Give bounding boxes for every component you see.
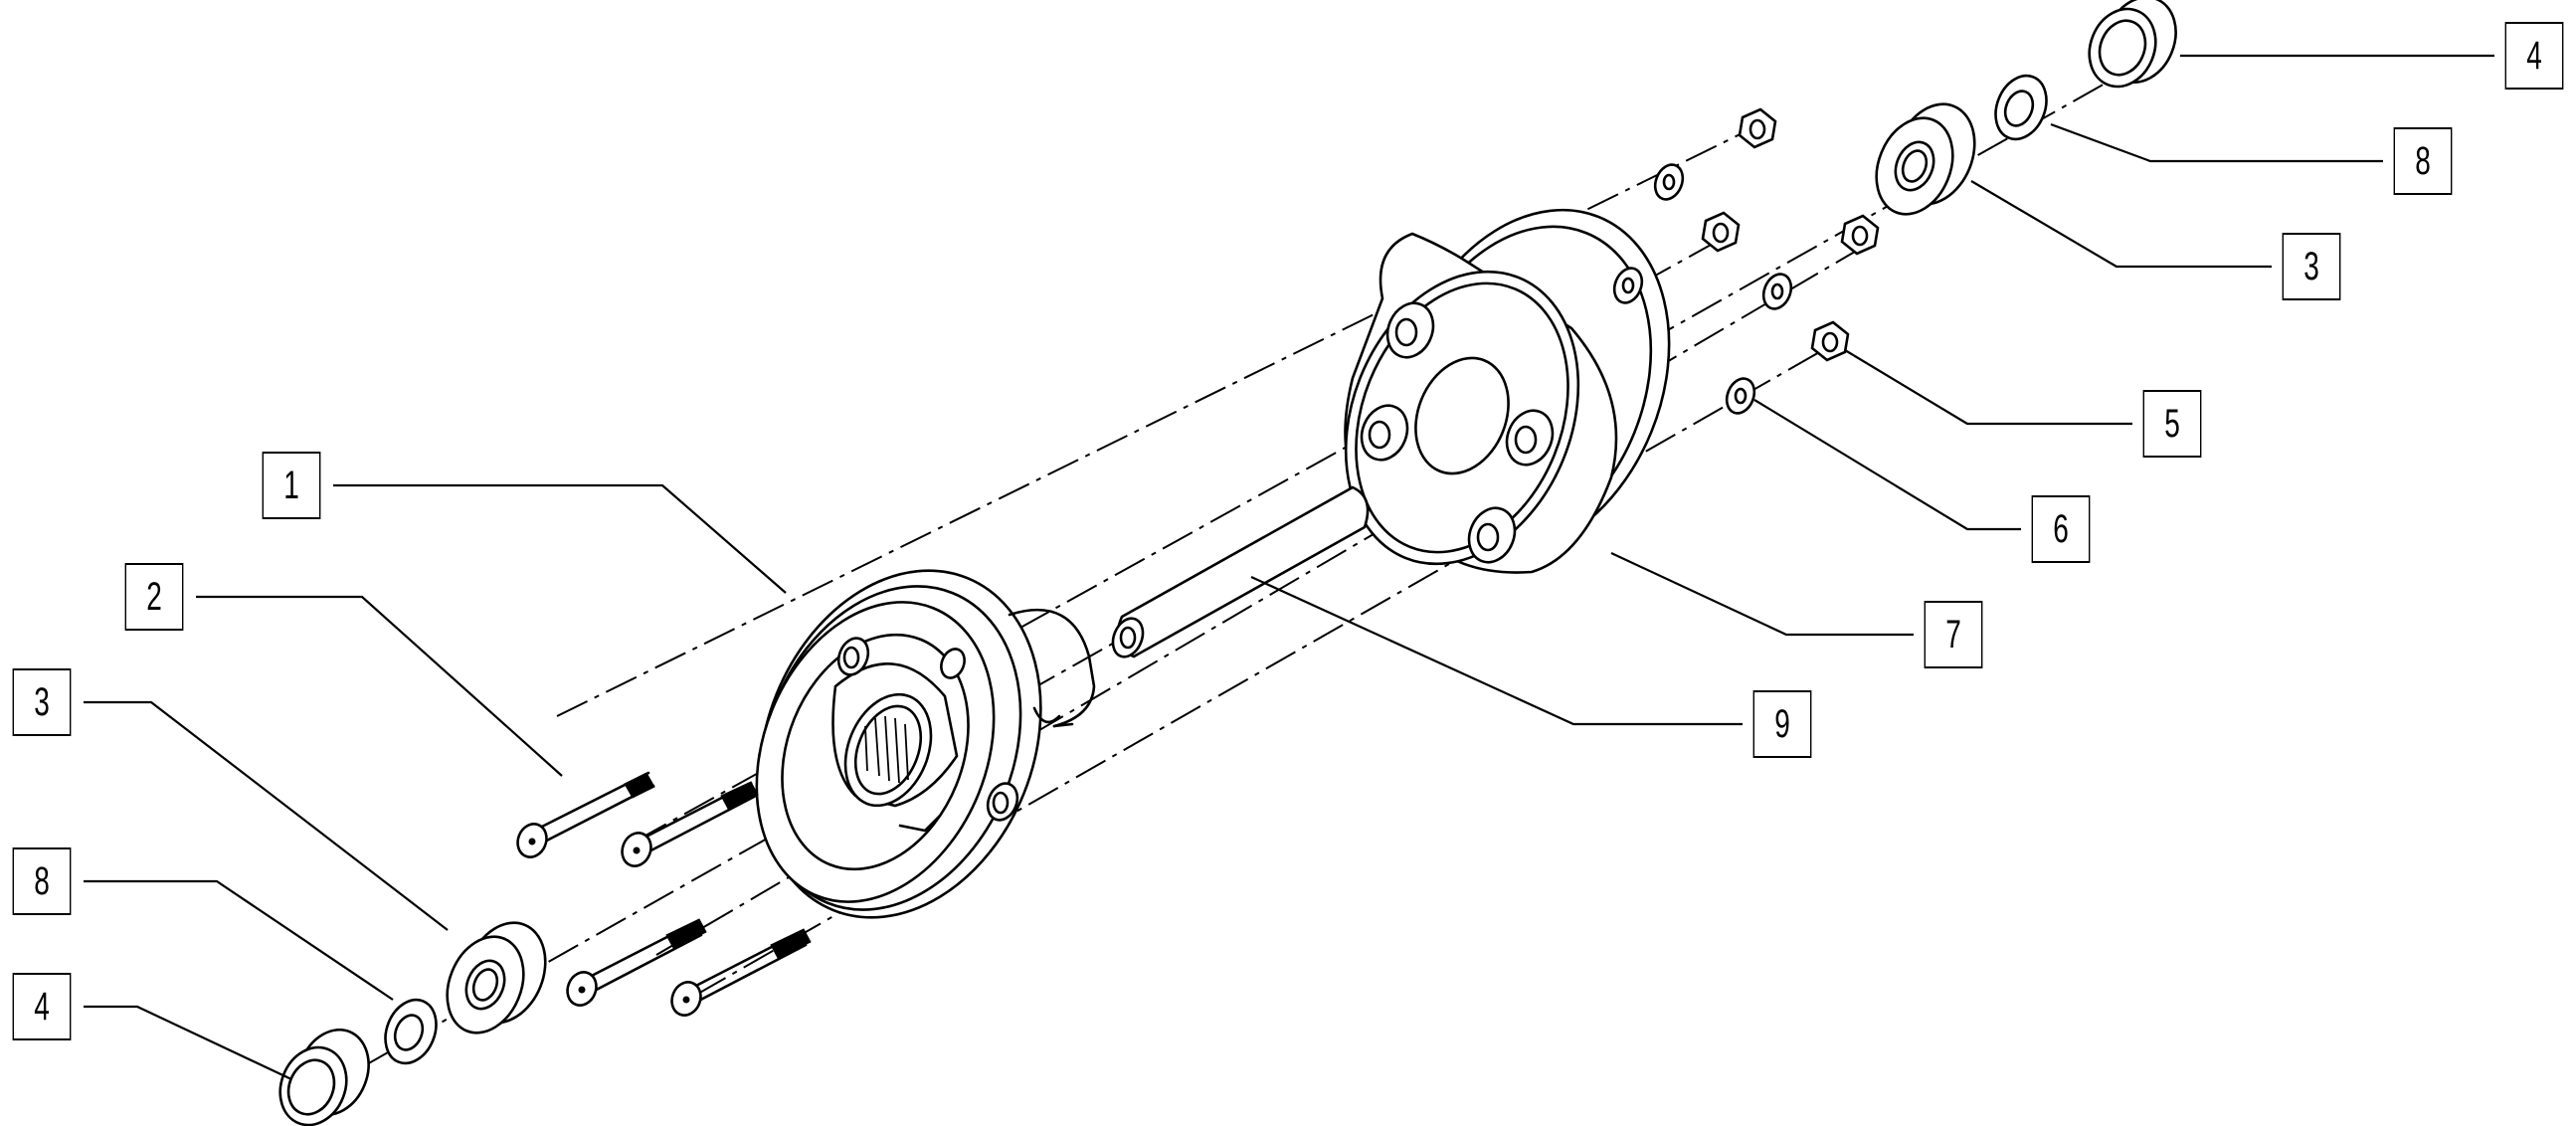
callout-1-label: 1: [283, 463, 299, 507]
callout-3-left-label: 3: [34, 679, 50, 724]
callout-5: 5: [2142, 390, 2202, 458]
bearing-part-3-right: [1875, 102, 1976, 216]
leader-lines: [84, 54, 2494, 1080]
spacer-part-4-left: [278, 1028, 370, 1126]
callout-4-right-label: 4: [2526, 33, 2542, 78]
callout-4-right: 4: [2504, 22, 2564, 90]
callout-4-left-label: 4: [34, 984, 50, 1029]
callout-9: 9: [1752, 690, 1812, 758]
callout-8-left-label: 8: [34, 858, 50, 903]
callout-6: 6: [2031, 495, 2091, 563]
callout-3-right: 3: [2282, 233, 2341, 300]
callout-8-left: 8: [12, 847, 72, 915]
axle-part-9: [1111, 485, 1370, 658]
callout-4-left: 4: [12, 973, 72, 1040]
bolts-part-2: [516, 771, 812, 1017]
callout-6-label: 6: [2053, 506, 2069, 551]
callout-3-left: 3: [12, 668, 72, 736]
callout-5-label: 5: [2164, 401, 2180, 446]
nuts-part-5: [1701, 107, 1880, 362]
callout-8-right-label: 8: [2415, 138, 2431, 183]
callout-2-label: 2: [146, 574, 162, 619]
washer-part-8-right: [1994, 74, 2048, 141]
callout-7: 7: [1924, 601, 1983, 668]
callout-8-right: 8: [2393, 127, 2453, 195]
callout-7-label: 7: [1945, 612, 1961, 657]
callout-2: 2: [124, 563, 184, 631]
spacer-part-4-right: [2088, 0, 2177, 89]
callout-3-right-label: 3: [2303, 244, 2319, 288]
hub-part-1: [755, 569, 1096, 919]
washers-part-6: [1612, 163, 1793, 415]
callout-9-label: 9: [1774, 701, 1790, 746]
washer-part-8-left: [384, 998, 438, 1065]
drum-part-7: [1344, 208, 1671, 574]
callout-1: 1: [262, 452, 321, 519]
bearing-part-3-left: [446, 921, 547, 1034]
